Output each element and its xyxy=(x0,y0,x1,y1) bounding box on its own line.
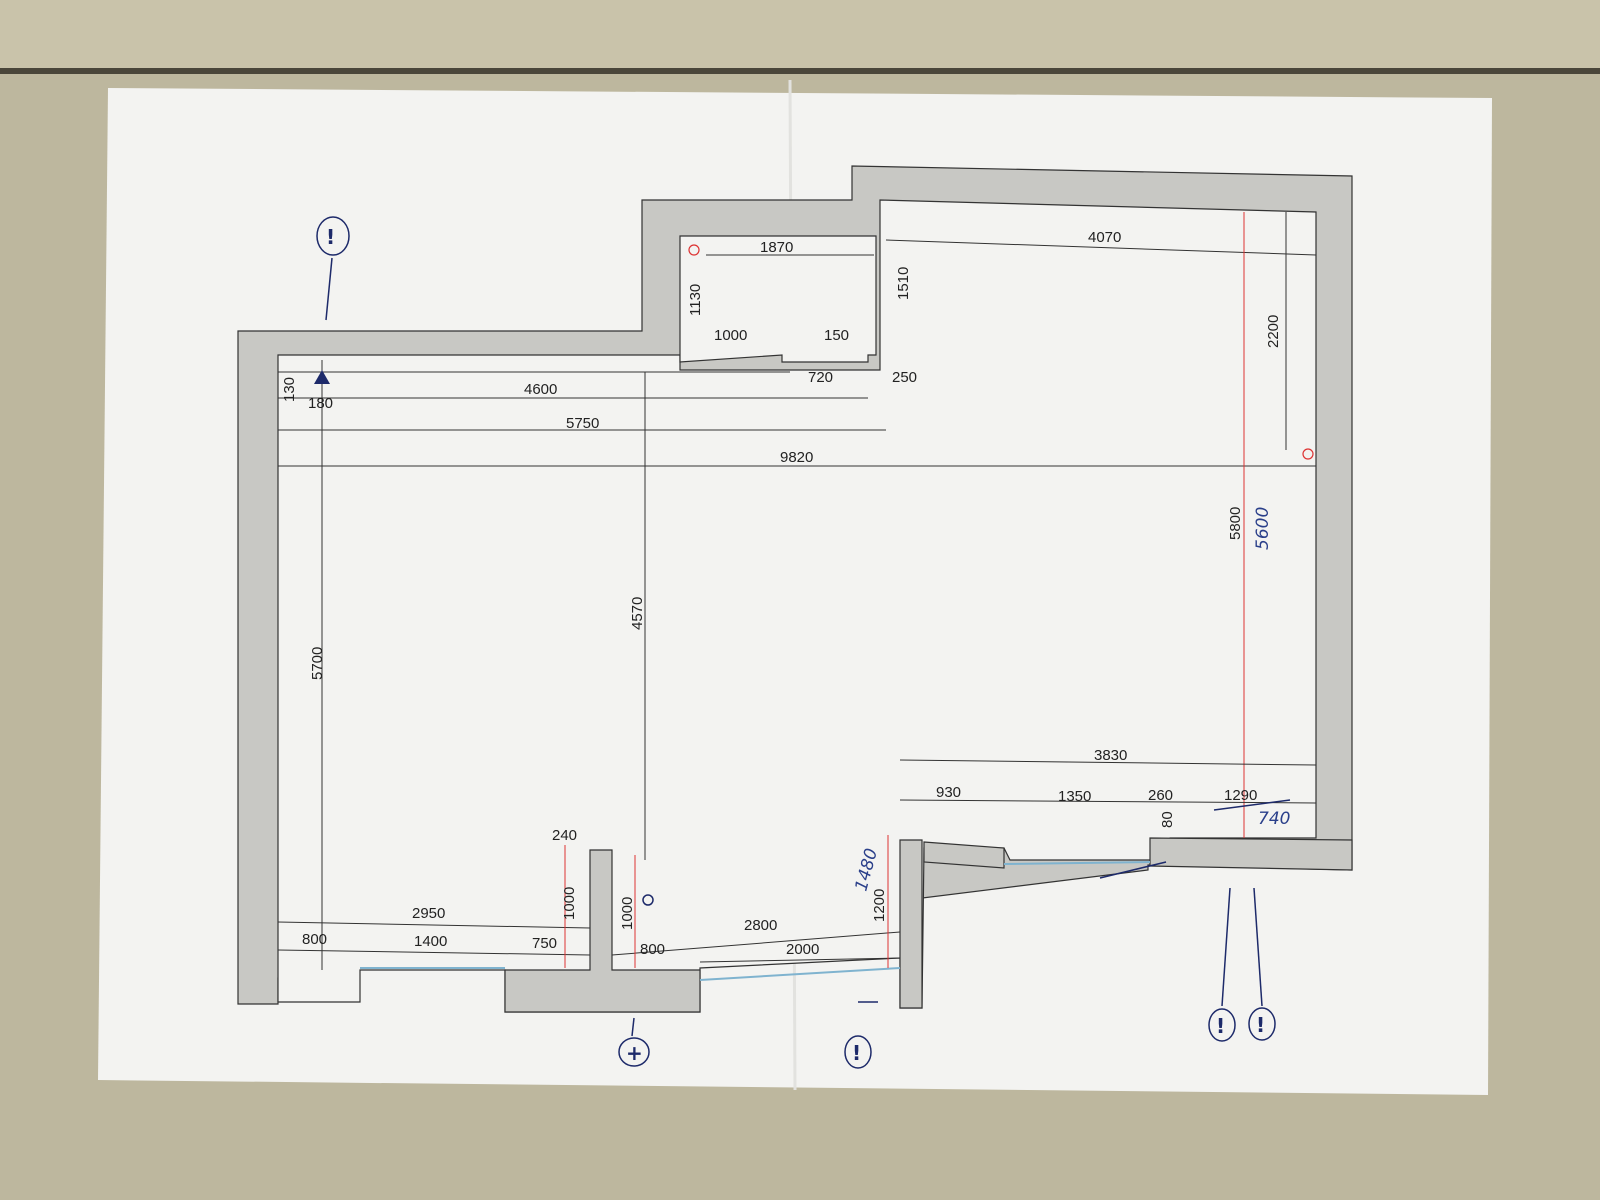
dim-1000-top: 1000 xyxy=(714,327,747,344)
dim-1000-left: 1000 xyxy=(561,887,578,920)
exclamation-mark-icon-right-1: ! xyxy=(1216,1014,1225,1038)
dim-1870: 1870 xyxy=(760,239,793,256)
handwritten-marks xyxy=(316,216,1291,1069)
dim-150: 150 xyxy=(824,327,849,344)
dim-180: 180 xyxy=(308,395,333,412)
dim-260: 260 xyxy=(1148,787,1173,804)
dim-2800: 2800 xyxy=(744,917,777,934)
dim-240: 240 xyxy=(552,827,577,844)
exclamation-mark-icon: ! xyxy=(326,225,335,249)
dim-1000-right: 1000 xyxy=(619,897,636,930)
dim-5600-handwritten: 5600 xyxy=(1253,507,1273,550)
dim-2950: 2950 xyxy=(412,905,445,922)
dim-930: 930 xyxy=(936,784,961,801)
bottom-wall-piece-3 xyxy=(1149,837,1353,871)
triangle-marker-icon xyxy=(314,370,330,384)
small-room xyxy=(679,235,877,363)
dim-1200: 1200 xyxy=(871,889,888,922)
dim-800-left: 800 xyxy=(302,931,327,948)
dim-5700: 5700 xyxy=(309,647,326,680)
corner-marker xyxy=(688,244,700,256)
exclamation-mark-icon-bottom: ! xyxy=(852,1041,861,1065)
dim-1290: 1290 xyxy=(1224,787,1257,804)
bottom-wall-piece-right xyxy=(899,839,923,1009)
dim-4570: 4570 xyxy=(629,597,646,630)
dim-250: 250 xyxy=(892,369,917,386)
dim-5800: 5800 xyxy=(1227,507,1244,540)
table-edge xyxy=(0,68,1600,74)
dim-2000: 2000 xyxy=(786,941,819,958)
dim-1400: 1400 xyxy=(414,933,447,950)
corner-marker-right xyxy=(1302,448,1314,460)
dim-3830: 3830 xyxy=(1094,747,1127,764)
dim-130: 130 xyxy=(281,377,298,402)
bottom-wall-piece xyxy=(504,849,701,1013)
dim-9820: 9820 xyxy=(780,449,813,466)
dim-800-right: 800 xyxy=(640,941,665,958)
dim-750: 750 xyxy=(532,935,557,952)
dim-4600: 4600 xyxy=(524,381,557,398)
dim-80: 80 xyxy=(1159,811,1176,828)
exclamation-mark-icon-right-2: ! xyxy=(1256,1013,1265,1037)
dim-1510: 1510 xyxy=(895,267,912,300)
windows xyxy=(360,861,1151,981)
dimension-lines xyxy=(277,212,1317,970)
table-surface-top xyxy=(0,0,1600,68)
dim-5750: 5750 xyxy=(566,415,599,432)
dim-2200: 2200 xyxy=(1265,315,1282,348)
dim-740-handwritten: 740 xyxy=(1258,809,1290,829)
plus-mark-icon: + xyxy=(626,1041,643,1065)
dim-1130: 1130 xyxy=(687,284,704,316)
dim-720: 720 xyxy=(808,369,833,386)
dim-1350: 1350 xyxy=(1058,788,1091,805)
dim-4070: 4070 xyxy=(1088,229,1121,246)
bottom-wall-piece-2 xyxy=(923,841,1005,869)
